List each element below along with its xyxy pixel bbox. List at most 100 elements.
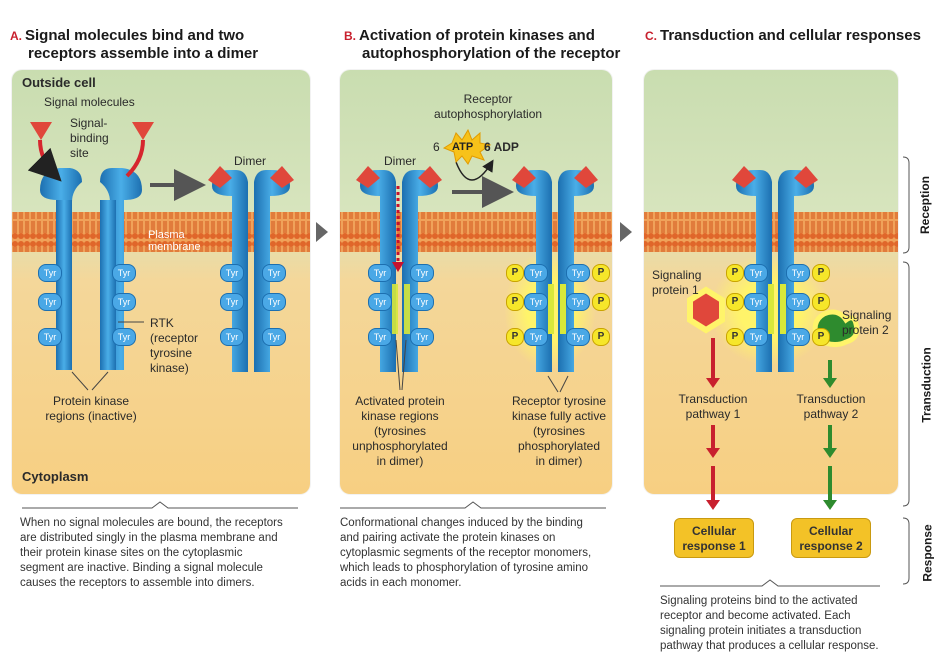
pk-label-2: regions (inactive) — [45, 409, 137, 423]
outside-cell-label: Outside cell — [22, 75, 96, 90]
tyr-badge: Tyr — [262, 264, 286, 282]
receptor-dimer-a — [208, 166, 294, 372]
resp2-line1: Cellular — [808, 524, 853, 538]
phosphate-badge: P — [726, 293, 744, 311]
sig1-label-2: protein 1 — [652, 283, 699, 297]
tyr-badge: Tyr — [786, 328, 810, 346]
phosphate-badge: P — [592, 293, 610, 311]
response-bracket — [902, 517, 910, 585]
tyr-badge: Tyr — [220, 293, 244, 311]
caption-b-line: cytoplasmic segments of the receptor mon… — [340, 547, 592, 559]
panel-b-letter: B. — [344, 29, 356, 43]
sig2-label-1: Signaling — [842, 308, 892, 322]
caption-a: When no signal molecules are bound, the … — [20, 516, 283, 591]
caption-a-line: are distributed singly in the plasma mem… — [20, 532, 278, 544]
caption-c-line: signaling protein initiates a transducti… — [660, 625, 862, 637]
cellular-response-2-box: Cellular response 2 — [791, 518, 871, 558]
resp1-line1: Cellular — [691, 524, 736, 538]
dimer-label-b: Dimer — [384, 154, 416, 168]
signal-binding-label-1: Signal- — [70, 116, 108, 130]
reception-side-label: Reception — [917, 175, 932, 235]
caption-a-line: causes the receptors to assemble into di… — [20, 577, 255, 589]
act-label-3: (tyrosines — [373, 424, 426, 438]
panel-b-title-line2: autophosphorylation of the receptor — [362, 45, 621, 62]
panel-c-title-line1: Transduction and cellular responses — [660, 27, 921, 44]
phosphate-badge: P — [592, 328, 610, 346]
atp-count: 6 — [433, 140, 440, 154]
rtk-active-label-4: phosphorylated — [517, 439, 601, 453]
caption-b-line: and pairing activate the protein kinases… — [340, 532, 556, 544]
tyr-badge: Tyr — [38, 293, 62, 311]
signal-molecule — [30, 122, 52, 140]
response-side-label: Response — [920, 524, 935, 582]
caption-b-line: which leads to phosphorylation of tyrosi… — [340, 562, 589, 574]
tyr-badge: Tyr — [368, 293, 392, 311]
tyr-badge: Tyr — [262, 293, 286, 311]
phosphate-badge: P — [506, 293, 524, 311]
rtk-label-1: RTK — [150, 316, 174, 330]
sig2-label-2: protein 2 — [842, 323, 889, 337]
tyr-badge: Tyr — [112, 264, 136, 282]
phosphate-badge: P — [726, 264, 744, 282]
caption-c-line: Signaling proteins bind to the activated — [660, 595, 858, 607]
rtk-label-2: (receptor — [150, 331, 199, 345]
caption-a-line: segment are inactive. Binding a signal m… — [20, 562, 263, 574]
reception-bracket — [902, 156, 910, 254]
caption-a-line: their protein kinase sites on the cytopl… — [20, 547, 243, 559]
adp-label: 6 ADP — [484, 140, 519, 154]
tyr-badge: Tyr — [786, 293, 810, 311]
tyr-badge: Tyr — [262, 328, 286, 346]
caption-c: Signaling proteins bind to the activated… — [660, 594, 879, 654]
tyr-badge: Tyr — [38, 264, 62, 282]
panel-c-letter: C. — [645, 29, 657, 43]
transduction-side-label: Transduction — [919, 347, 934, 423]
act-label-1: Activated protein — [355, 394, 445, 408]
caption-b: Conformational changes induced by the bi… — [340, 516, 591, 591]
sig1-label-1: Signaling — [652, 268, 702, 282]
caption-c-line: receptor and become activated. Each — [660, 610, 851, 622]
phosphate-badge: P — [726, 328, 744, 346]
dimer-label-a: Dimer — [234, 154, 266, 168]
phosphate-badge: P — [812, 293, 830, 311]
tyr-badge: Tyr — [524, 264, 548, 282]
pk-label-1: Protein kinase — [52, 394, 130, 408]
tyr-badge: Tyr — [410, 293, 434, 311]
cytoplasm-label: Cytoplasm — [22, 469, 89, 484]
panel-b-title-line1: Activation of protein kinases and — [359, 27, 595, 44]
resp1-line2: response 1 — [682, 539, 746, 553]
tyr-badge: Tyr — [38, 328, 62, 346]
act-label-4: unphosphorylated — [352, 439, 448, 453]
tyr-badge: Tyr — [368, 264, 392, 282]
phosphate-badge: P — [812, 264, 830, 282]
caption-b-line: Conformational changes induced by the bi… — [340, 517, 583, 529]
rtk-active-label-2: kinase fully active — [511, 409, 607, 423]
tyr-badge: Tyr — [744, 293, 768, 311]
tyr-badge: Tyr — [220, 264, 244, 282]
tyr-badge: Tyr — [744, 264, 768, 282]
phosphate-badge: P — [506, 264, 524, 282]
act-label-2: kinase regions — [361, 409, 439, 423]
tyr-badge: Tyr — [524, 328, 548, 346]
rtk-active-label-1: Receptor tyrosine — [511, 394, 607, 408]
transduction-bracket — [902, 261, 910, 507]
panel-b-title: B.Activation of protein kinases and auto… — [344, 27, 620, 63]
tyr-badge: Tyr — [744, 328, 768, 346]
act-label-5: in dimer) — [376, 454, 424, 468]
rtk-label-3: tyrosine — [150, 346, 193, 360]
tyr-badge: Tyr — [786, 264, 810, 282]
tyr-badge: Tyr — [368, 328, 392, 346]
path1-label-1: Transduction — [678, 392, 748, 406]
membrane-label: membrane — [148, 241, 201, 253]
atp-burst-icon — [442, 128, 492, 165]
tyr-badge: Tyr — [112, 293, 136, 311]
panel-c-title: C.Transduction and cellular responses — [645, 27, 921, 45]
signal-binding-label-2: binding — [70, 131, 109, 145]
panel-a-title-line1: Signal molecules bind and two — [25, 27, 245, 44]
phosphate-badge: P — [506, 328, 524, 346]
tyr-badge: Tyr — [566, 293, 590, 311]
tyr-badge: Tyr — [410, 264, 434, 282]
tyr-badge: Tyr — [220, 328, 244, 346]
signal-molecule — [132, 122, 154, 140]
tyr-badge: Tyr — [524, 293, 548, 311]
signal-binding-label-3: site — [70, 146, 89, 160]
